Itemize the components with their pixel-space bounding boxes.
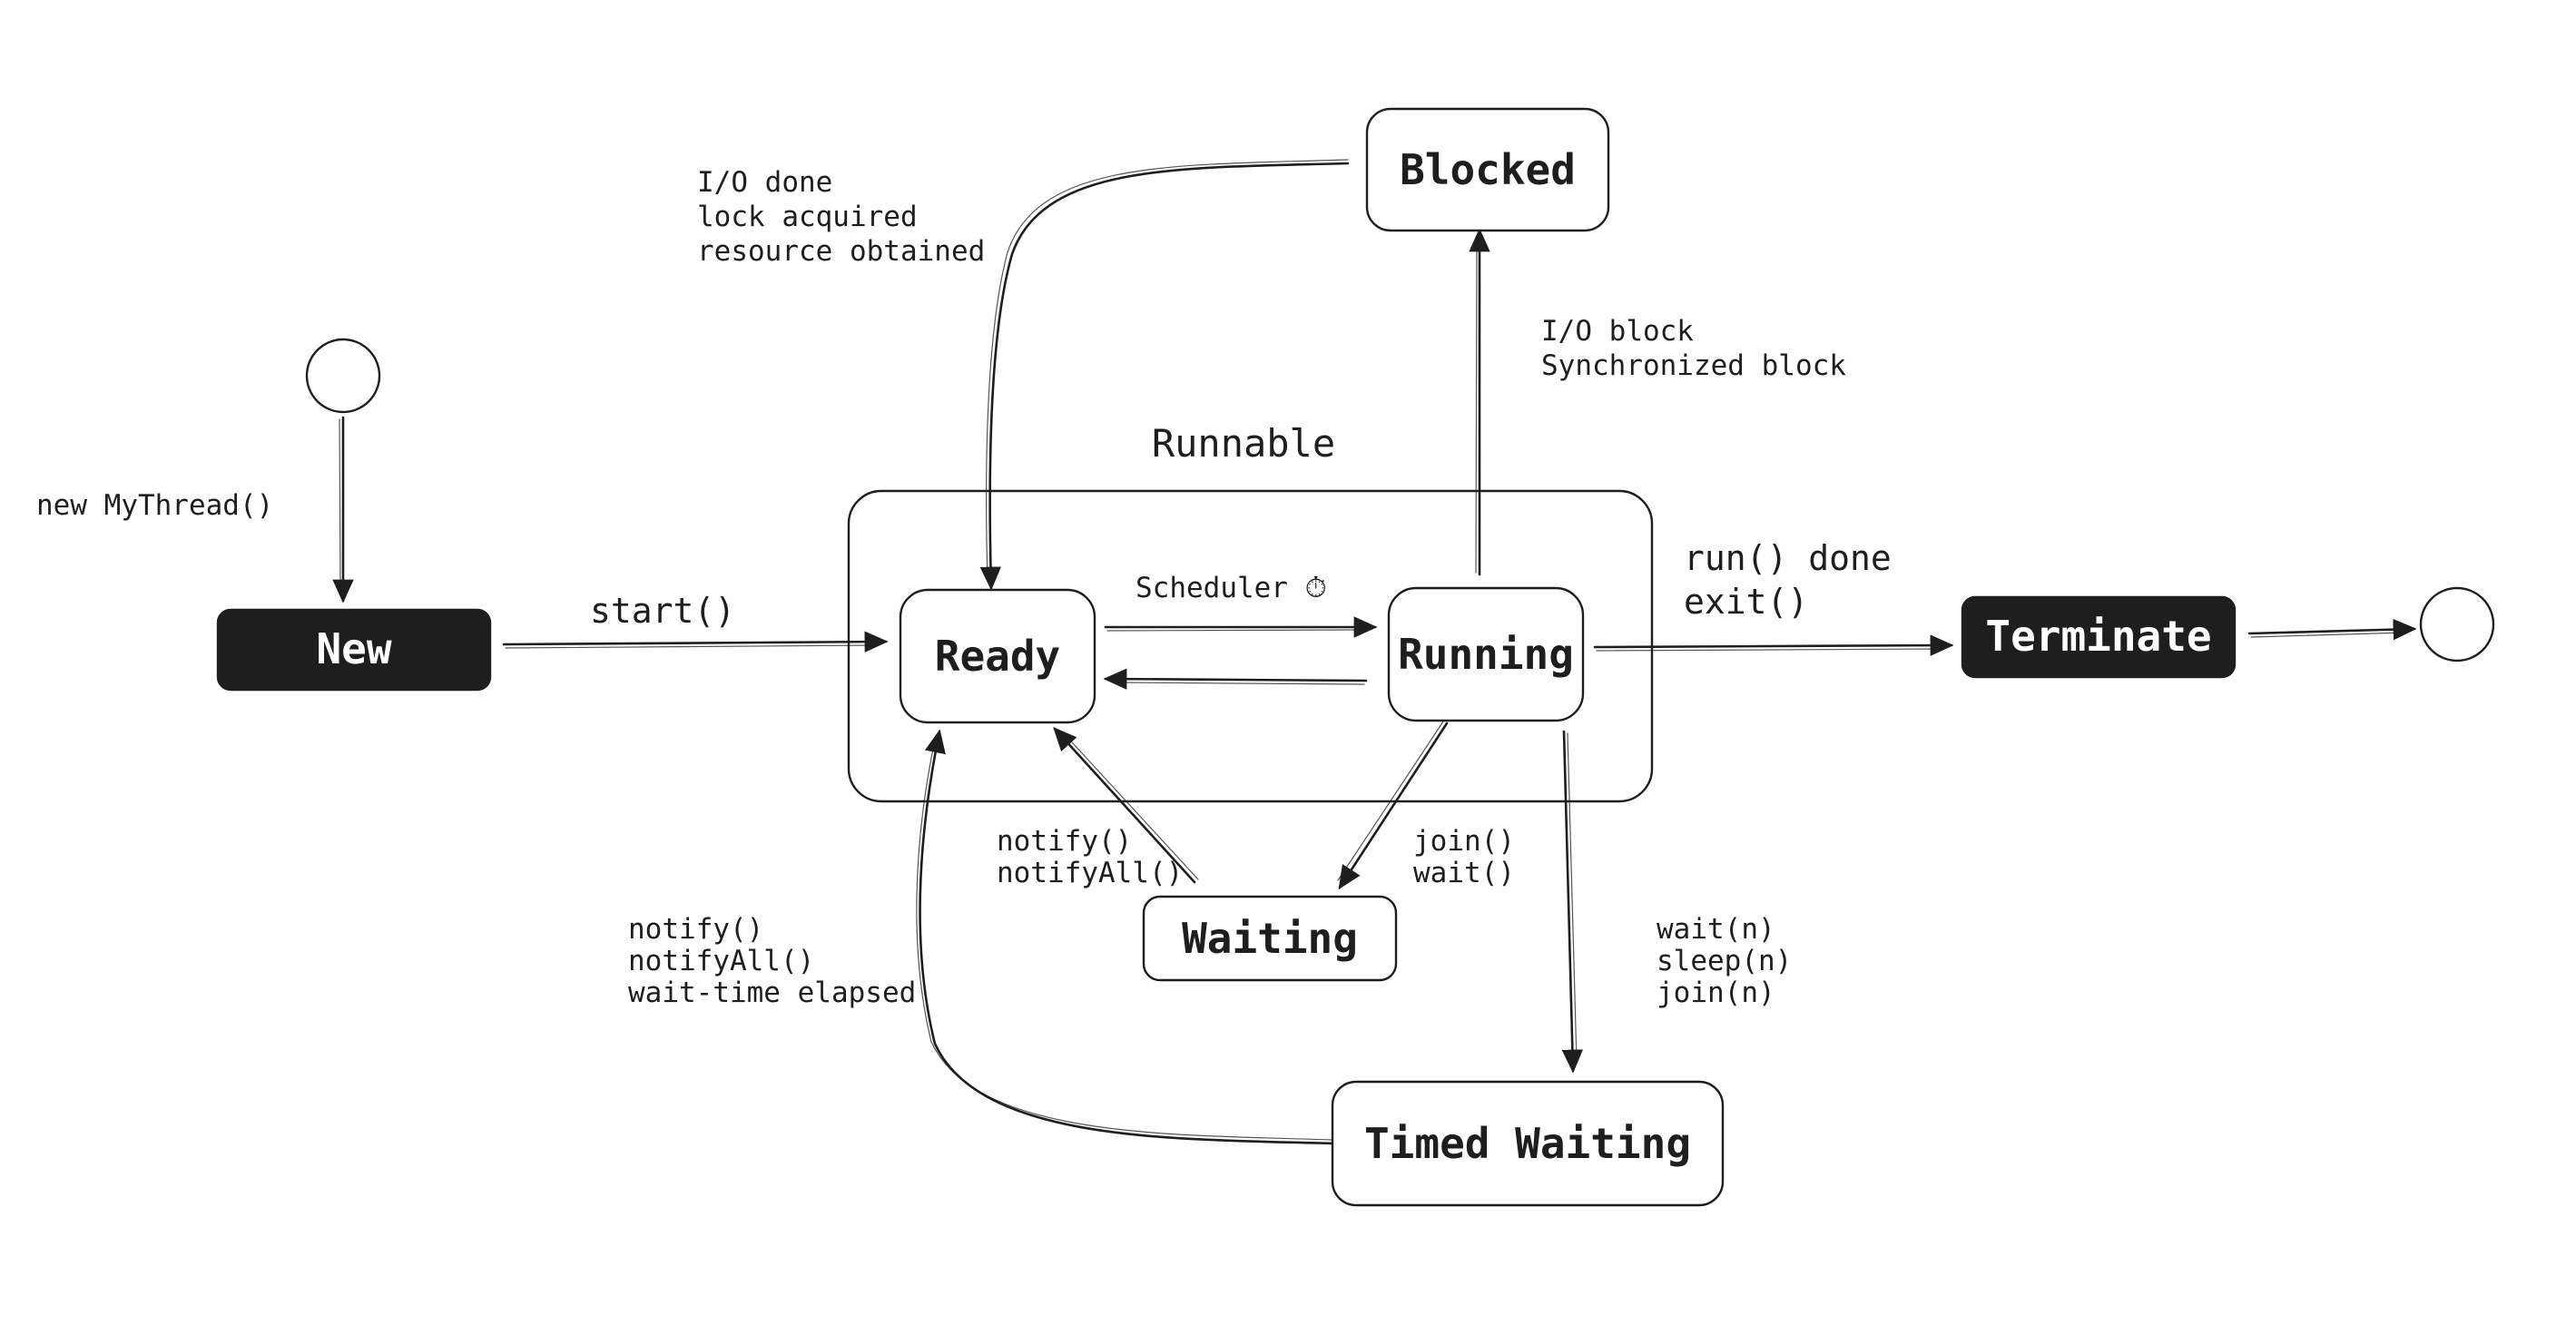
label-from-timed-waiting: notify() notifyAll() wait-time elapsed	[628, 913, 916, 1009]
label-from-blocked: I/O done lock acquired resource obtained	[697, 166, 985, 268]
edge-running-to-waiting	[1337, 721, 1449, 890]
final-state-node	[2419, 586, 2495, 662]
label-to-waiting: join() wait()	[1413, 825, 1532, 889]
state-running: Running	[1387, 586, 1585, 722]
runnable-group-label: Runnable	[1152, 421, 1335, 466]
edge-running-to-blocked	[1469, 228, 1490, 576]
edge-start	[502, 631, 889, 653]
edge-terminate-to-final	[2247, 618, 2417, 641]
label-start: start()	[590, 591, 735, 631]
edge-blocked-to-ready	[979, 159, 1350, 591]
label-to-timed-waiting: wait(n) sleep(n) join(n)	[1657, 913, 1809, 1009]
edge-running-to-ready	[1103, 668, 1368, 690]
state-timed-waiting: Timed Waiting	[1331, 1080, 1725, 1207]
edge-running-to-timed-waiting	[1561, 730, 1584, 1074]
state-timed-waiting-label: Timed Waiting	[1364, 1119, 1691, 1168]
state-running-label: Running	[1398, 630, 1574, 679]
edge-initial-to-new	[332, 416, 354, 604]
state-ready-label: Ready	[935, 632, 1060, 681]
state-waiting: Waiting	[1142, 895, 1398, 982]
state-ready: Ready	[899, 588, 1096, 724]
edge-waiting-to-ready	[1053, 727, 1199, 884]
state-blocked-label: Blocked	[1400, 145, 1576, 194]
state-waiting-label: Waiting	[1182, 914, 1358, 963]
initial-state-node	[305, 338, 381, 414]
state-terminate: Terminate	[1961, 595, 2237, 679]
label-create: new MyThread()	[36, 489, 273, 522]
edge-ready-to-running	[1104, 616, 1378, 638]
label-from-waiting: notify() notifyAll()	[997, 825, 1183, 889]
state-new-label: New	[316, 624, 391, 673]
state-blocked: Blocked	[1365, 107, 1610, 232]
edge-running-to-terminate	[1593, 634, 1954, 656]
label-to-blocked: I/O block Synchronized block	[1541, 315, 1846, 382]
edge-timed-waiting-to-ready	[916, 729, 1334, 1145]
label-scheduler: Scheduler ⏱	[1136, 572, 1327, 604]
label-finish: run() done exit()	[1684, 538, 1912, 622]
state-new: New	[216, 608, 492, 692]
state-terminate-label: Terminate	[1985, 612, 2211, 661]
